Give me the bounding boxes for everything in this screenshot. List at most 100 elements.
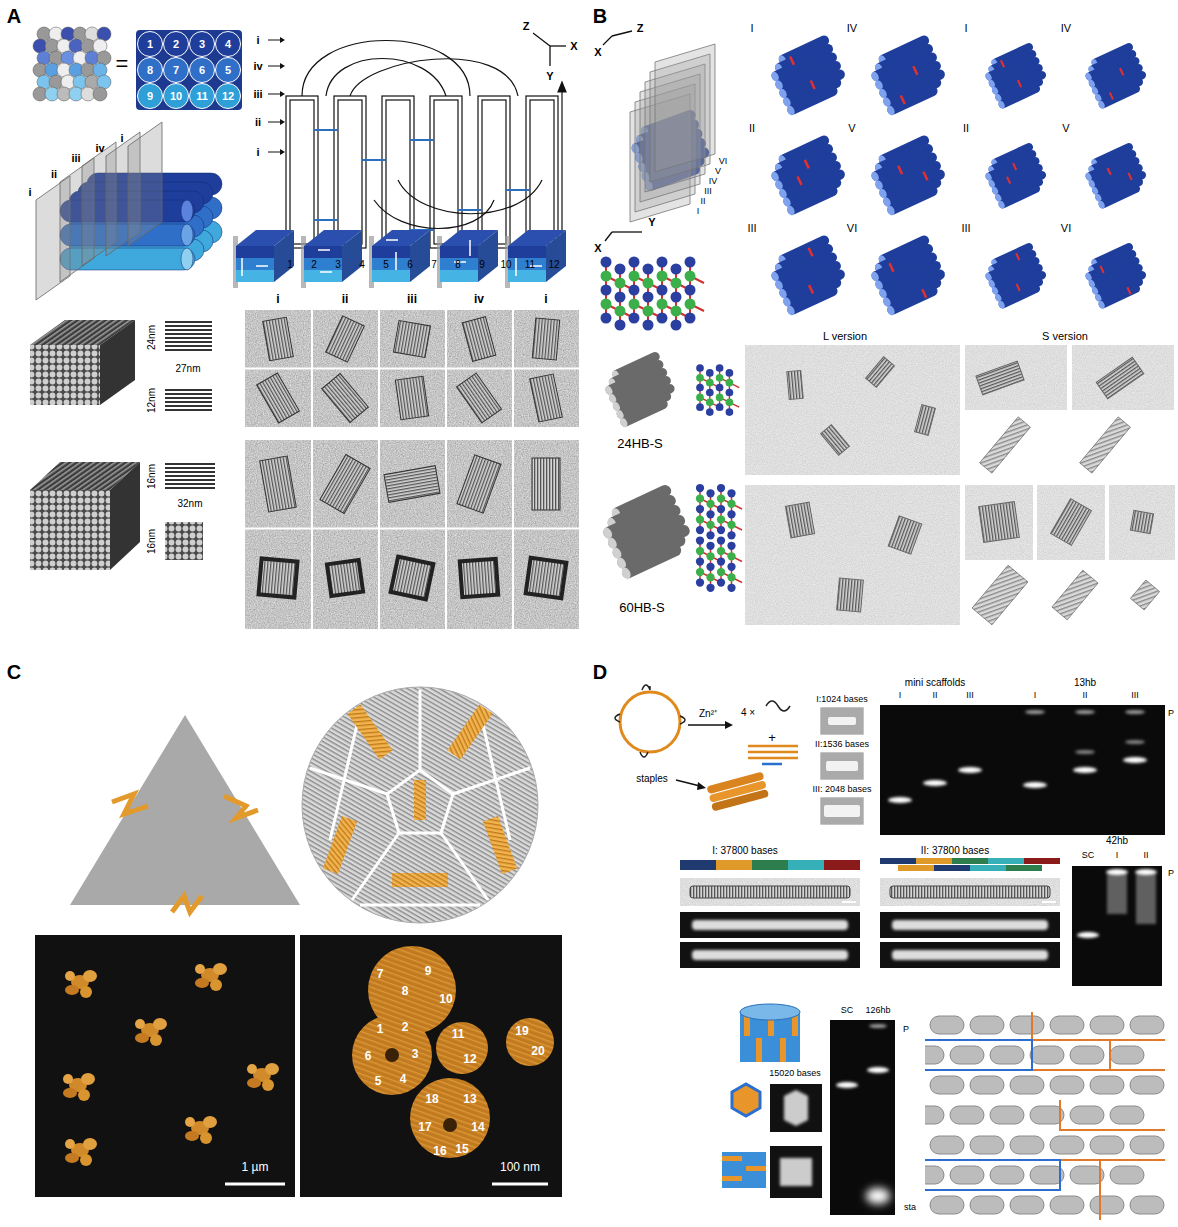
helix-number: 11 bbox=[196, 90, 208, 102]
bundle-126hb bbox=[740, 1004, 800, 1020]
bundle-126hb bbox=[732, 1084, 760, 1116]
callout-number: 11 bbox=[452, 1028, 465, 1041]
tem-micrographs bbox=[462, 317, 496, 362]
dimension-sketch bbox=[165, 483, 215, 485]
axes bbox=[612, 31, 632, 36]
bundle-variants bbox=[980, 42, 1051, 110]
gel-image bbox=[836, 1024, 889, 1088]
callout-number: 15 bbox=[455, 1143, 468, 1156]
gel-image bbox=[958, 767, 982, 773]
em-images bbox=[680, 912, 860, 938]
helix-number: 2 bbox=[311, 259, 317, 270]
triangle-tile bbox=[70, 715, 300, 912]
scaffold-path-diagram bbox=[314, 129, 338, 131]
tem-micrographs bbox=[378, 440, 380, 629]
slice-thumbnails bbox=[369, 230, 430, 288]
scaffold-path-diagram bbox=[280, 91, 285, 97]
helix-cross-section bbox=[138, 32, 163, 57]
scaffold-scheme bbox=[820, 797, 864, 825]
scaffold-label: 15020 bases bbox=[769, 1069, 821, 1079]
callout-number: 7 bbox=[377, 968, 384, 981]
pathway-label: iv bbox=[253, 60, 262, 72]
em-images bbox=[1042, 901, 1056, 903]
scaffold-path-diagram bbox=[286, 96, 318, 248]
bundle-schematic bbox=[596, 483, 698, 580]
callout-number: 4 bbox=[400, 1073, 407, 1086]
scaffold-segments bbox=[716, 860, 752, 870]
polyhedron-model bbox=[310, 768, 387, 794]
bundle-126hb bbox=[780, 1038, 786, 1062]
tem-micrographs bbox=[1037, 485, 1105, 560]
lane-label: SC bbox=[1082, 851, 1095, 861]
helix-cross-section bbox=[138, 84, 163, 109]
bundle-126hb bbox=[722, 1152, 766, 1188]
em-images bbox=[692, 950, 848, 960]
bundle-variants bbox=[790, 56, 794, 64]
scaffold-path-diagram bbox=[302, 41, 470, 97]
slice-label: i bbox=[120, 132, 123, 144]
bundle-126hb bbox=[770, 1146, 822, 1198]
bundle-variants bbox=[792, 160, 813, 185]
helix-number: 5 bbox=[225, 64, 231, 76]
bundle-variants bbox=[765, 34, 1152, 317]
slice-label: IV bbox=[709, 177, 718, 187]
tem-micrographs bbox=[457, 455, 501, 513]
scaffold-scheme bbox=[820, 752, 864, 780]
polyhedron-model bbox=[302, 687, 538, 923]
bundle-variants bbox=[1080, 42, 1151, 110]
slice-thumbnails bbox=[233, 230, 294, 288]
helix-number: 9 bbox=[479, 259, 485, 270]
callout-number: 17 bbox=[418, 1121, 431, 1134]
afm-image bbox=[436, 1022, 488, 1074]
bundle-schematic bbox=[696, 364, 739, 416]
gel-image bbox=[888, 710, 1147, 803]
dimension-sketch bbox=[165, 322, 215, 560]
tem-micrographs bbox=[257, 373, 300, 423]
scaffold-path-diagram bbox=[268, 122, 282, 123]
axis-label: Z bbox=[637, 22, 644, 34]
scaffold-segments bbox=[752, 860, 788, 870]
gel-image bbox=[1025, 710, 1045, 714]
gel-image bbox=[1072, 866, 1162, 986]
tem-micrographs bbox=[785, 357, 1153, 612]
tem-micrographs bbox=[866, 357, 895, 387]
bundle-variants bbox=[811, 81, 815, 89]
scaffold-segments bbox=[788, 860, 824, 870]
tem-micrographs bbox=[1130, 510, 1153, 533]
polyhedron-model bbox=[302, 687, 538, 923]
triangle-tile bbox=[70, 715, 300, 905]
tem-micrographs bbox=[326, 316, 365, 362]
tem-micrographs bbox=[258, 558, 297, 597]
pathway-label: i bbox=[256, 34, 259, 46]
tem-micrographs bbox=[785, 502, 814, 538]
tem-micrographs bbox=[976, 361, 1024, 395]
em-images bbox=[880, 942, 1060, 968]
scaffold-label: II: 37800 bases bbox=[921, 845, 989, 856]
scaffold-path-diagram bbox=[561, 90, 562, 250]
atom-model bbox=[33, 27, 111, 101]
scaffold-scheme bbox=[820, 707, 864, 825]
plus-sign: + bbox=[768, 731, 776, 745]
scaffold-scheme bbox=[824, 805, 860, 817]
scale-bar-label: 1 µm bbox=[242, 1161, 269, 1174]
polyhedron-model bbox=[419, 690, 422, 770]
dimension-sketch bbox=[165, 479, 215, 481]
gel-image bbox=[1077, 932, 1099, 938]
callout-number: 19 bbox=[515, 1025, 528, 1038]
tem-micrographs bbox=[393, 320, 430, 357]
scale-bar-label: 100 nm bbox=[500, 1161, 540, 1174]
scaffold-path-diagram bbox=[268, 37, 566, 250]
slice-thumbnails bbox=[256, 265, 268, 267]
pathway-label: i bbox=[256, 146, 259, 158]
pathway-label: iii bbox=[253, 88, 262, 100]
bundle-variants bbox=[1007, 177, 1010, 184]
tem-micrographs bbox=[972, 565, 1028, 625]
helix-number: 6 bbox=[407, 259, 413, 270]
scaffold-path-diagram bbox=[268, 94, 282, 95]
callout-number: 8 bbox=[402, 985, 409, 998]
scaffold-path-diagram bbox=[326, 59, 446, 97]
scaffold-scheme bbox=[820, 707, 864, 735]
axis-label: Y bbox=[648, 216, 655, 228]
